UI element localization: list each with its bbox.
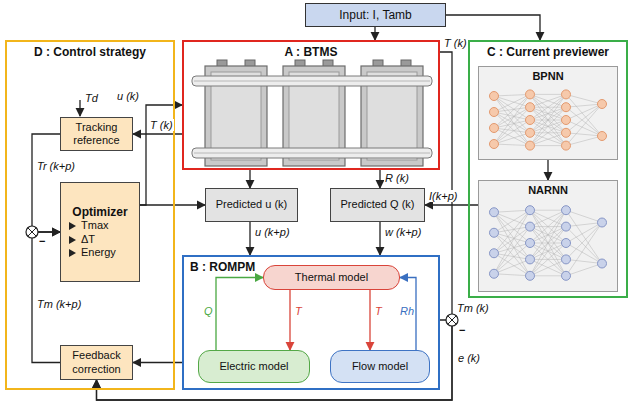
bullet-item: Energy	[65, 246, 116, 259]
node-title: Predicted Q (k)	[341, 198, 415, 211]
connector	[379, 222, 380, 255]
signal-label: Tm (k+p)	[36, 298, 82, 310]
signal-label: R (k)	[384, 172, 410, 184]
signal-label: u (k)	[116, 90, 140, 102]
node-title: A : BTMS	[184, 42, 438, 59]
connector	[547, 160, 548, 180]
model-box: Flow model	[330, 350, 430, 383]
network-box: NARNN	[478, 180, 618, 292]
signal-label: Tr (k+p)	[36, 160, 76, 172]
connector	[400, 278, 416, 351]
predictor-box: Predicted Q (k)	[330, 188, 425, 222]
signal-label: T	[294, 305, 303, 317]
signal-label: e (k)	[457, 352, 481, 364]
process-box: Feedback correction	[60, 345, 133, 380]
predictor-box: Predicted u (k)	[205, 188, 298, 222]
network-panels	[478, 66, 618, 292]
connector	[289, 290, 290, 350]
connector	[249, 170, 250, 188]
signal-label: Tm (k)	[456, 302, 490, 314]
connector	[32, 134, 60, 232]
node-title: C : Current previewer	[470, 42, 626, 59]
signal-label: T (k)	[443, 37, 468, 49]
node-title: Tracking reference	[65, 121, 128, 147]
signal-label: u (k+p)	[254, 226, 291, 238]
previewer-panel: C : Current previewerBPNN NARNN	[468, 40, 628, 298]
node-title: Predicted u (k)	[216, 198, 288, 211]
optimizer-box: OptimizerTmaxΔTEnergy	[60, 182, 140, 282]
signal-label: Td	[84, 92, 99, 104]
connector	[140, 105, 182, 205]
model-box: Electric model	[198, 350, 310, 383]
model-panel: B : ROMPMThermal modelElectric modelFlow…	[182, 255, 440, 390]
node-title: BPNN	[479, 67, 617, 83]
input-box: Input: I, Tamb	[305, 3, 446, 27]
node-title: Input: I, Tamb	[339, 8, 412, 22]
node-title: Electric model	[219, 360, 288, 373]
node-title: Thermal model	[295, 271, 368, 284]
signal-label: w (k+p)	[384, 226, 422, 238]
signal-label: I(k+p)	[428, 190, 458, 202]
node-title: Optimizer	[72, 205, 127, 219]
connector	[216, 278, 263, 351]
network-box: BPNN	[478, 66, 618, 160]
signal-label: Rh	[399, 305, 415, 317]
summing-junction	[446, 314, 458, 326]
node-title: NARNN	[479, 181, 617, 197]
connector	[249, 222, 250, 255]
minus-sign: −	[38, 235, 46, 247]
model-box: Thermal model	[263, 265, 400, 290]
bullet-item: ΔT	[65, 233, 95, 246]
connector	[97, 320, 453, 400]
signal-label: Q	[203, 305, 214, 317]
connector	[140, 204, 205, 205]
cooling-pipes	[192, 76, 432, 158]
connector	[379, 170, 380, 188]
node-title: D : Control strategy	[7, 42, 173, 59]
signal-label: T	[374, 305, 383, 317]
btms-panel: A : BTMS	[182, 40, 440, 170]
reference-input-arrow	[79, 100, 80, 116]
bullet-item: Tmax	[65, 219, 109, 232]
node-title: Feedback correction	[65, 349, 128, 375]
minus-sign: −	[458, 324, 466, 336]
signal-label: T (k)	[149, 119, 174, 131]
connector	[97, 52, 453, 400]
summing-junction	[26, 226, 38, 238]
process-box: Tracking reference	[60, 117, 133, 151]
node-title: Flow model	[352, 360, 408, 373]
connector	[369, 290, 370, 350]
connector	[374, 27, 375, 40]
